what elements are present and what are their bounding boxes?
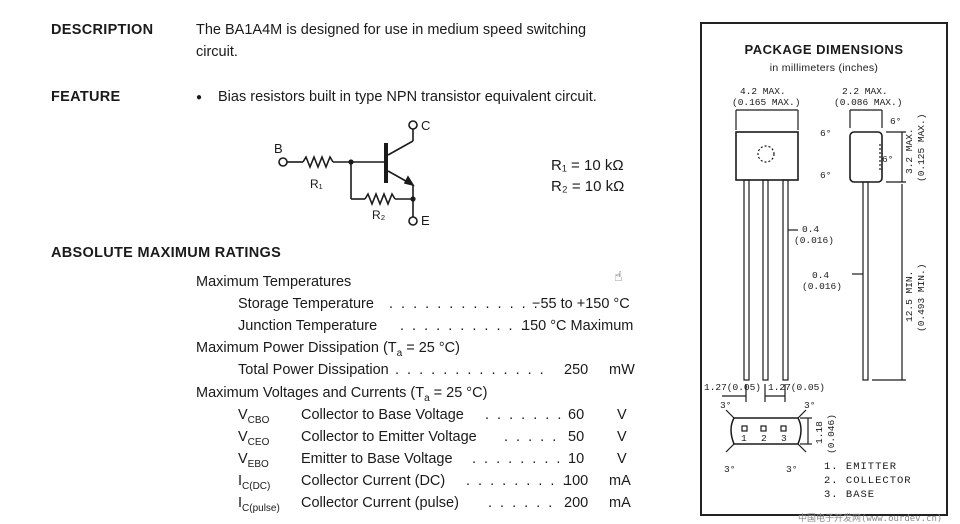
rating-value: 50 [568,429,585,445]
angle-3-label: 3° [724,464,736,475]
emitter-terminal [408,216,418,226]
bullet-icon: ● [196,92,203,103]
lead-length-dimension-inches: (0.493 MIN.) [916,263,927,332]
temperatures-heading: Maximum Temperatures [196,274,352,290]
description-heading: DESCRIPTION [51,22,154,38]
r2-resistor [364,191,396,207]
lead-thickness-dimension-inches: (0.016) [802,281,842,292]
rating-dots: . . . . . [504,429,559,445]
junction-dots: . . . . . . . . . . . [400,318,527,334]
angle-label: 6° [820,128,832,139]
transistor-circuit-diagram [278,120,418,226]
package-dimensions-panel: PACKAGE DIMENSIONS in millimeters (inche… [700,22,948,516]
total-power-value: 250 [564,362,589,378]
rating-unit: V [617,451,627,467]
r2-value: R₂ = 10 kΩ [551,178,625,195]
rating-unit: mA [609,495,631,511]
total-power-label: Total Power Dissipation [238,362,389,378]
rating-value: 10 [568,451,585,467]
storage-temperature-value: −55 to +150 °C [532,296,630,312]
r1-value: R₁ = 10 kΩ [551,157,624,174]
package-subtitle: in millimeters (inches) [769,62,879,74]
pin-number: 1 [741,433,747,444]
pitch-dimension: 1.27(0.05) [768,382,826,393]
height-dimension: 3.2 MAX. [904,128,915,174]
lead-thickness-dimension: 0.4 [812,270,830,281]
description-line-2: circuit. [196,44,238,60]
rating-label: Collector Current (pulse) [301,495,459,511]
total-power-unit: mW [609,362,635,378]
watermark: 中国电子开发网(www.ourdev.cn) [798,514,943,524]
legend-emitter: 1. EMITTER [824,461,898,473]
angle-label: 6° [820,170,832,181]
lead-width-dimension-inches: (0.016) [794,235,834,246]
lead-length-dimension: 12.5 MIN. [904,270,915,322]
label-r1: R₁ [310,177,323,191]
junction-temperature-value: 150 °C Maximum [522,318,634,334]
rating-label: Collector to Base Voltage [301,407,464,423]
collector-terminal [408,120,418,130]
pin-number: 3 [781,433,787,444]
rating-symbol: VCEO [238,429,270,448]
pin-number: 2 [761,433,767,444]
width-dimension: 4.2 MAX. [740,86,786,97]
depth-dimension-inches: (0.086 MAX.) [834,97,903,108]
rating-label: Collector to Emitter Voltage [301,429,477,445]
rating-symbol: IC(pulse) [238,495,280,514]
rating-dots: . . . . . . . . [472,451,563,467]
rating-unit: mA [609,473,631,489]
body-height-dimension: 1.18 [814,421,825,444]
legend-collector: 2. COLLECTOR [824,475,912,487]
rating-label: Collector Current (DC) [301,473,446,489]
lead-width-dimension: 0.4 [802,224,820,235]
pitch-dimension: 1.27(0.05) [704,382,762,393]
depth-dimension: 2.2 MAX. [842,86,888,97]
width-dimension-inches: (0.165 MAX.) [732,97,801,108]
feature-heading: FEATURE [51,89,121,105]
legend-base: 3. BASE [824,489,876,501]
label-b: B [274,141,283,156]
angle-label: 6° [882,154,894,165]
rating-dots: . . . . . . . [485,407,564,423]
label-c: C [421,118,431,133]
rating-dots: . . . . . . . . . [466,473,569,489]
rating-value: 100 [564,473,589,489]
feature-text: Bias resistors built in type NPN transis… [218,89,597,105]
rating-dots: . . . . . . [488,495,555,511]
package-drawing [722,109,906,453]
body-height-dimension-inches: (0.046) [826,414,837,454]
rating-symbol: IC(DC) [238,473,271,492]
hand-cursor-icon: ☝ [614,268,623,284]
rating-value: 200 [564,495,589,511]
label-e: E [421,213,430,228]
rating-unit: V [617,429,627,445]
voltages-currents-heading: Maximum Voltages and Currents (Ta = 25 °… [196,385,488,404]
angle-3-label: 3° [804,400,816,411]
package-title: PACKAGE DIMENSIONS [744,42,904,57]
ratings-heading: ABSOLUTE MAXIMUM RATINGS [51,245,282,261]
power-dissipation-heading: Maximum Power Dissipation (Ta = 25 °C) [196,340,460,359]
storage-temperature-label: Storage Temperature [238,296,374,312]
description-line-1: The BA1A4M is designed for use in medium… [196,22,587,38]
rating-label: Emitter to Base Voltage [301,451,453,467]
total-power-dots: . . . . . . . . . . . . . [395,362,546,378]
rating-value: 60 [568,407,585,423]
r1-resistor [302,154,334,170]
angle-3-label: 3° [786,464,798,475]
angle-3-label: 3° [720,400,732,411]
rating-unit: V [617,407,627,423]
rating-symbol: VCBO [238,407,270,426]
height-dimension-inches: (0.125 MAX.) [916,113,927,182]
rating-symbol: VEBO [238,451,269,470]
junction-temperature-label: Junction Temperature [238,318,378,334]
storage-dots: . . . . . . . . . . . . . [389,296,540,312]
angle-label: 6° [890,116,902,127]
base-terminal [278,157,288,167]
label-r2: R₂ [372,208,386,222]
